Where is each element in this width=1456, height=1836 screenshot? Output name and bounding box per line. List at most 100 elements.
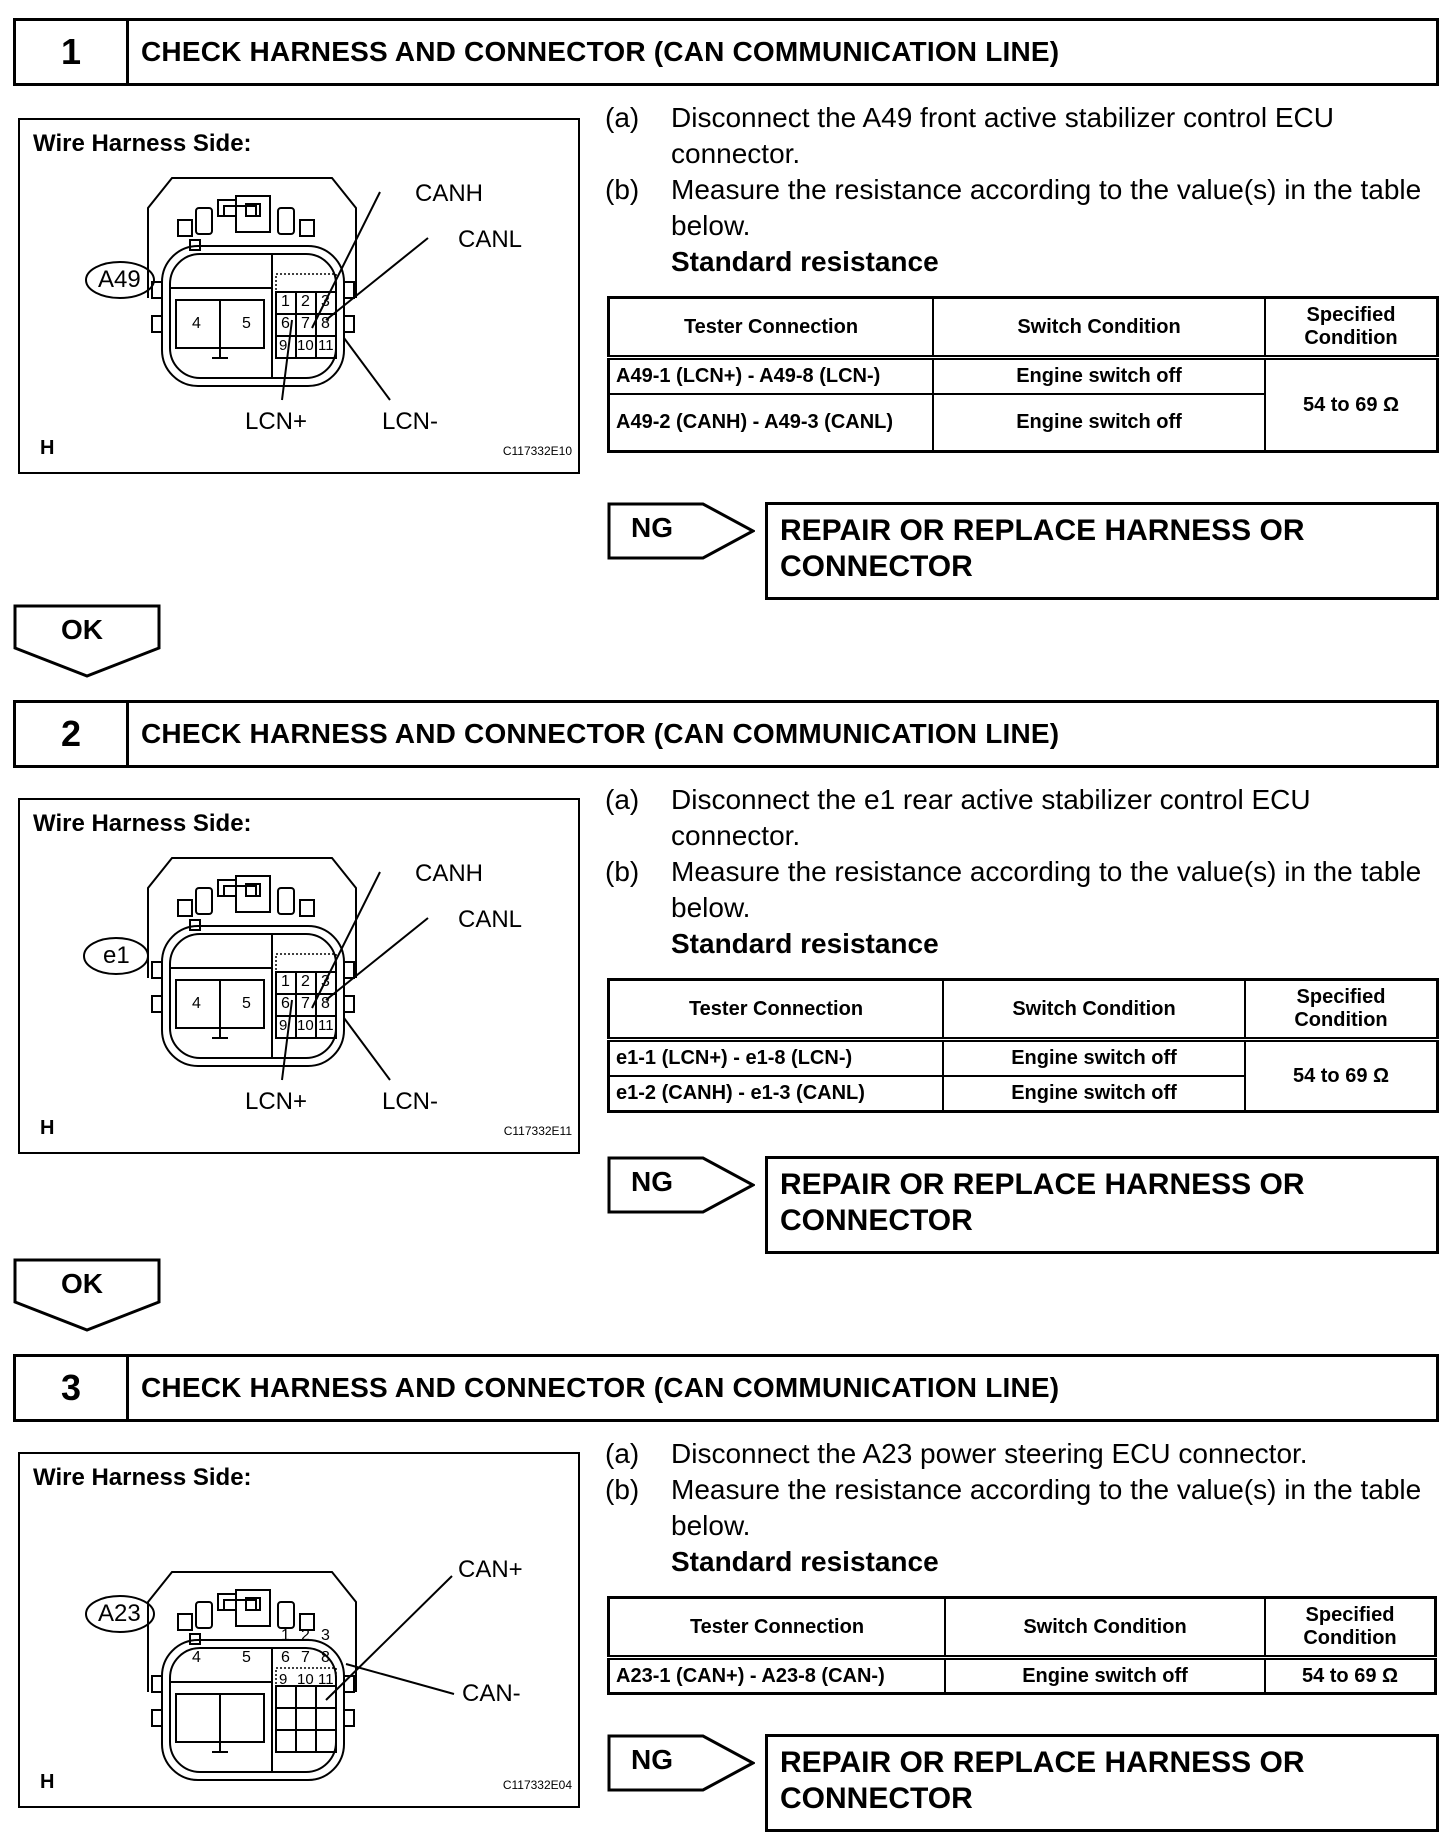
- h-mark: H: [40, 1117, 55, 1139]
- pin-2: 2: [301, 1627, 310, 1644]
- instructions: (a) Disconnect the A23 power steering ECU…: [605, 1436, 1440, 1580]
- header-tester-connection: Tester Connection: [607, 1596, 946, 1660]
- pin-7: 7: [301, 315, 310, 332]
- label-lcn-minus: LCN-: [382, 1088, 439, 1115]
- diagram-title: Wire Harness Side:: [33, 810, 252, 837]
- pin-8: 8: [321, 995, 330, 1012]
- label-canh: CANH: [415, 860, 484, 887]
- header-tester-connection: Tester Connection: [607, 978, 944, 1042]
- ng-label: NG: [631, 1744, 673, 1775]
- connector-diagram-a23: Wire Harness Side: A23 CAN+ CAN- 1 2 3 6…: [18, 1452, 580, 1808]
- pin-9: 9: [279, 1671, 288, 1688]
- instruction-text: Measure the resistance according to the …: [671, 1474, 1422, 1541]
- header-tester-connection: Tester Connection: [607, 296, 934, 360]
- ng-label: NG: [631, 512, 673, 543]
- diagram-title: Wire Harness Side:: [33, 130, 252, 157]
- label-lcn-minus: LCN-: [382, 408, 439, 435]
- table-cell: A23-1 (CAN+) - A23-8 (CAN-): [607, 1656, 946, 1695]
- h-mark: H: [40, 1771, 55, 1793]
- pin-8: 8: [321, 315, 330, 332]
- h-mark: H: [40, 437, 55, 459]
- step-mark: (a): [605, 1438, 640, 1469]
- connector-badge: e1: [103, 942, 130, 969]
- table-cell-spec: 54 to 69 Ω: [1244, 1038, 1439, 1113]
- pin-6: 6: [281, 995, 290, 1012]
- table-cell: e1-1 (LCN+) - e1-8 (LCN-): [607, 1038, 944, 1077]
- step-title: CHECK HARNESS AND CONNECTOR (CAN COMMUNI…: [141, 1372, 1060, 1403]
- pin-2: 2: [301, 973, 310, 990]
- step-mark: (b): [605, 174, 640, 205]
- label-lcn-plus: LCN+: [245, 408, 308, 435]
- step-2-header: 2 CHECK HARNESS AND CONNECTOR (CAN COMMU…: [13, 700, 1439, 768]
- step-mark: (a): [605, 784, 640, 815]
- step-mark: (b): [605, 856, 640, 887]
- pin-1: 1: [281, 973, 290, 990]
- ok-arrow: OK: [13, 1258, 161, 1332]
- step-number: 3: [16, 1357, 129, 1419]
- pin-5: 5: [242, 995, 251, 1012]
- step-mark: (a): [605, 102, 640, 133]
- table-cell-spec: 54 to 69 Ω: [1264, 356, 1439, 453]
- pin-6: 6: [281, 315, 290, 332]
- table-cell: Engine switch off: [932, 392, 1266, 453]
- ng-arrow: NG: [607, 1734, 755, 1792]
- step-number: 2: [16, 703, 129, 765]
- pin-5: 5: [242, 1649, 251, 1666]
- table-cell: Engine switch off: [932, 356, 1266, 395]
- connector-illustration: [83, 857, 429, 1081]
- pin-5: 5: [242, 315, 251, 332]
- table-cell: Engine switch off: [942, 1038, 1246, 1077]
- table-cell-spec: 54 to 69 Ω: [1264, 1656, 1437, 1695]
- pin-7: 7: [301, 1649, 310, 1666]
- pin-3: 3: [321, 293, 330, 310]
- ng-arrow: NG: [607, 502, 755, 560]
- instruction-text: Measure the resistance according to the …: [671, 174, 1422, 241]
- pin-3: 3: [321, 1627, 330, 1644]
- label-canl: CANL: [458, 226, 523, 253]
- header-switch-condition: Switch Condition: [942, 978, 1246, 1042]
- instruction-text: Disconnect the A23 power steering ECU co…: [671, 1438, 1308, 1469]
- resistance-table: Tester Connection Switch Condition Speci…: [607, 296, 1439, 453]
- standard-heading: Standard resistance: [671, 928, 939, 959]
- connector-diagram-a49: Wire Harness Side: A49 CANH CANL LCN+ LC…: [18, 118, 580, 474]
- ng-label: NG: [631, 1166, 673, 1197]
- resistance-table: Tester Connection Switch Condition Speci…: [607, 1596, 1437, 1695]
- connector-badge: A23: [98, 1600, 141, 1627]
- step-number: 1: [16, 21, 129, 83]
- figure-code: C117332E04: [502, 1778, 572, 1792]
- ng-arrow: NG: [607, 1156, 755, 1214]
- connector-badge: A49: [98, 266, 141, 293]
- table-cell: Engine switch off: [942, 1074, 1246, 1113]
- step-1-header: 1 CHECK HARNESS AND CONNECTOR (CAN COMMU…: [13, 18, 1439, 86]
- figure-code: C117332E10: [502, 444, 572, 458]
- step-mark: (b): [605, 1474, 640, 1505]
- ng-action-box: REPAIR OR REPLACE HARNESS OR CONNECTOR: [765, 1156, 1439, 1254]
- pin-10: 10: [297, 1671, 314, 1688]
- pin-9: 9: [279, 337, 288, 354]
- table-cell: e1-2 (CANH) - e1-3 (CANL): [607, 1074, 944, 1113]
- connector-illustration: [85, 1571, 455, 1781]
- label-canh: CANH: [415, 180, 484, 207]
- resistance-table: Tester Connection Switch Condition Speci…: [607, 978, 1439, 1113]
- figure-code: C117332E11: [503, 1124, 572, 1138]
- pin-11: 11: [318, 1671, 334, 1688]
- pin-6: 6: [281, 1649, 290, 1666]
- pin-4: 4: [192, 995, 201, 1012]
- pin-1: 1: [281, 1627, 290, 1644]
- standard-heading: Standard resistance: [671, 1546, 939, 1577]
- step-title: CHECK HARNESS AND CONNECTOR (CAN COMMUNI…: [141, 36, 1060, 67]
- instruction-text: Disconnect the e1 rear active stabilizer…: [671, 784, 1311, 851]
- header-specified-condition: Specified Condition: [1264, 1596, 1437, 1660]
- ng-action-box: REPAIR OR REPLACE HARNESS OR CONNECTOR: [765, 1734, 1439, 1832]
- pin-4: 4: [192, 1649, 201, 1666]
- label-can-plus: CAN+: [458, 1556, 523, 1583]
- pin-9: 9: [279, 1017, 288, 1034]
- step-title: CHECK HARNESS AND CONNECTOR (CAN COMMUNI…: [141, 718, 1060, 749]
- diagram-title: Wire Harness Side:: [33, 1464, 252, 1491]
- table-cell: A49-2 (CANH) - A49-3 (CANL): [607, 392, 934, 453]
- ok-arrow: OK: [13, 604, 161, 678]
- pin-10: 10: [297, 337, 314, 354]
- label-lcn-plus: LCN+: [245, 1088, 308, 1115]
- instructions: (a)Disconnect the A49 front active stabi…: [605, 100, 1440, 280]
- pin-7: 7: [301, 995, 310, 1012]
